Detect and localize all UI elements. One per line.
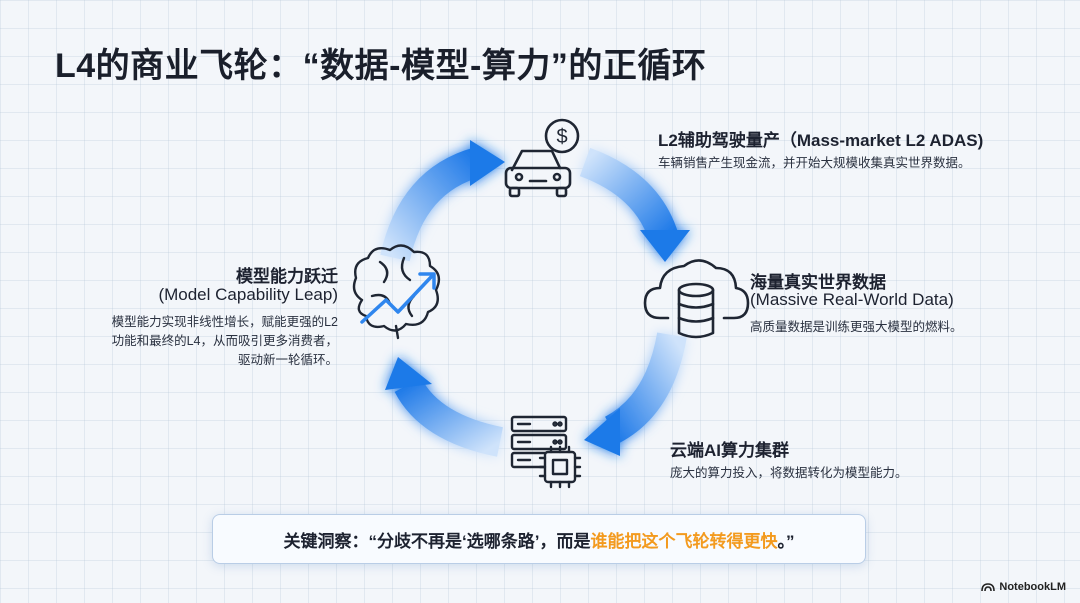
node-model-desc-line: 功能和最终的L4，从而吸引更多消费者，	[111, 334, 338, 348]
node-model-title: 模型能力跃迁	[236, 267, 338, 286]
node-l2-desc: 车辆销售产生现金流，并开始大规模收集真实世界数据。	[658, 156, 971, 170]
notebooklm-brand: NotebookLM	[981, 581, 1066, 593]
node-data-desc: 高质量数据是训练更强大模型的燃料。	[750, 320, 963, 334]
notebooklm-logo-icon	[981, 583, 996, 592]
node-model-desc-line: 驱动新一轮循环。	[237, 353, 338, 367]
key-insight-banner: 关键洞察：“分歧不再是‘选哪条路’，而是谁能把这个飞轮转得更快。”	[212, 514, 866, 564]
node-l2-title: L2辅助驾驶量产（Mass-market L2 ADAS)	[658, 131, 984, 150]
node-model-desc: 模型能力实现非线性增长，赋能更强的L2 功能和最终的L4，从而吸引更多消费者， …	[112, 313, 338, 370]
brain-growth-icon	[352, 244, 441, 340]
node-data-title: 海量真实世界数据	[750, 273, 886, 292]
node-data-subtitle: (Massive Real-World Data)	[750, 290, 954, 309]
node-model-desc-line: 模型能力实现非线性增长，赋能更强的L2	[111, 315, 338, 329]
car-dollar-icon: $	[504, 118, 580, 198]
arrow-model-to-l2	[380, 140, 505, 262]
node-compute-desc: 庞大的算力投入，将数据转化为模型能力。	[670, 466, 908, 480]
brand-label: NotebookLM	[999, 581, 1066, 593]
node-compute-title: 云端AI算力集群	[670, 441, 789, 460]
arrow-data-to-compute	[584, 332, 687, 456]
svg-text:$: $	[556, 126, 567, 148]
page-title: L4的商业飞轮：“数据-模型-算力”的正循环	[55, 47, 707, 85]
node-model-subtitle: (Model Capability Leap)	[158, 285, 338, 304]
cloud-database-icon	[643, 259, 750, 339]
insight-highlight: 谁能把这个飞轮转得更快	[590, 531, 778, 551]
arrow-compute-to-model	[385, 357, 504, 457]
insight-suffix: 。”	[777, 531, 795, 551]
arrow-l2-to-data	[579, 147, 690, 262]
insight-prefix: 关键洞察：“分歧不再是‘选哪条路’，而是	[283, 531, 591, 551]
server-chip-icon	[510, 415, 582, 489]
growth-arrow-icon	[360, 272, 436, 324]
